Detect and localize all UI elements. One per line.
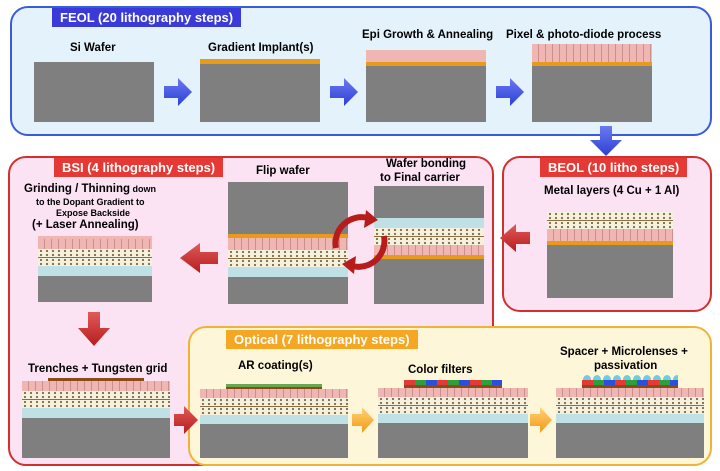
metal-layers-stack (547, 212, 673, 298)
flip-rotate-icon (332, 210, 388, 274)
ar-coating-stack (200, 384, 348, 458)
color-filters-stack (378, 380, 528, 458)
label-color-filters: Color filters (408, 364, 473, 376)
arrow-left-icon (500, 224, 530, 252)
arrow-right-icon (496, 78, 524, 106)
arrow-right-icon (330, 78, 358, 106)
label-epi-growth: Epi Growth & Annealing (362, 29, 494, 41)
label-grinding-2: to the Dopant Gradient to (36, 197, 145, 207)
label-trenches: Trenches + Tungsten grid (28, 363, 168, 375)
epi-stack (366, 50, 486, 122)
label-metal-layers: Metal layers (4 Cu + 1 Al) (544, 185, 680, 197)
label-si-wafer: Si Wafer (70, 42, 116, 54)
arrow-right-icon (174, 406, 198, 434)
arrow-right-icon (352, 407, 374, 433)
label-passivation: passivation (594, 360, 658, 372)
bsi-title: BSI (4 lithography steps) (54, 158, 224, 177)
arrow-down-icon (78, 312, 110, 346)
grinding-down: down (130, 184, 157, 194)
grinding-title: Grinding / Thinning (24, 183, 131, 195)
trenches-stack (22, 378, 170, 458)
spacer-stack (556, 374, 704, 458)
label-grinding-3: Expose Backside (56, 208, 131, 218)
label-flip-wafer: Flip wafer (256, 165, 310, 177)
arrow-right-icon (164, 78, 192, 106)
arrow-right-icon (530, 407, 552, 433)
label-spacer: Spacer + Microlenses + (560, 346, 688, 358)
flip-wafer-stack (228, 182, 348, 304)
arrow-left-icon (180, 243, 218, 273)
label-pixel-process: Pixel & photo-diode process (506, 29, 662, 41)
label-grinding-4: (+ Laser Annealing) (32, 219, 139, 231)
optical-title: Optical (7 lithography steps) (226, 330, 418, 349)
label-wafer-bonding: Wafer bonding (386, 158, 467, 170)
beol-title: BEOL (10 litho steps) (540, 158, 688, 177)
wafer-bonding-stack (374, 186, 484, 304)
label-grinding: Grinding / Thinning down (24, 183, 156, 195)
gradient-implant-stack (200, 59, 320, 122)
arrow-down-icon (590, 126, 622, 156)
pixel-stack (532, 44, 652, 122)
feol-title: FEOL (20 lithography steps) (52, 8, 242, 27)
si-wafer-stack (34, 62, 154, 122)
label-ar-coating: AR coating(s) (238, 360, 313, 372)
label-final-carrier: to Final carrier (380, 172, 460, 184)
label-gradient-implant: Gradient Implant(s) (208, 42, 314, 54)
grinding-stack (38, 236, 152, 302)
